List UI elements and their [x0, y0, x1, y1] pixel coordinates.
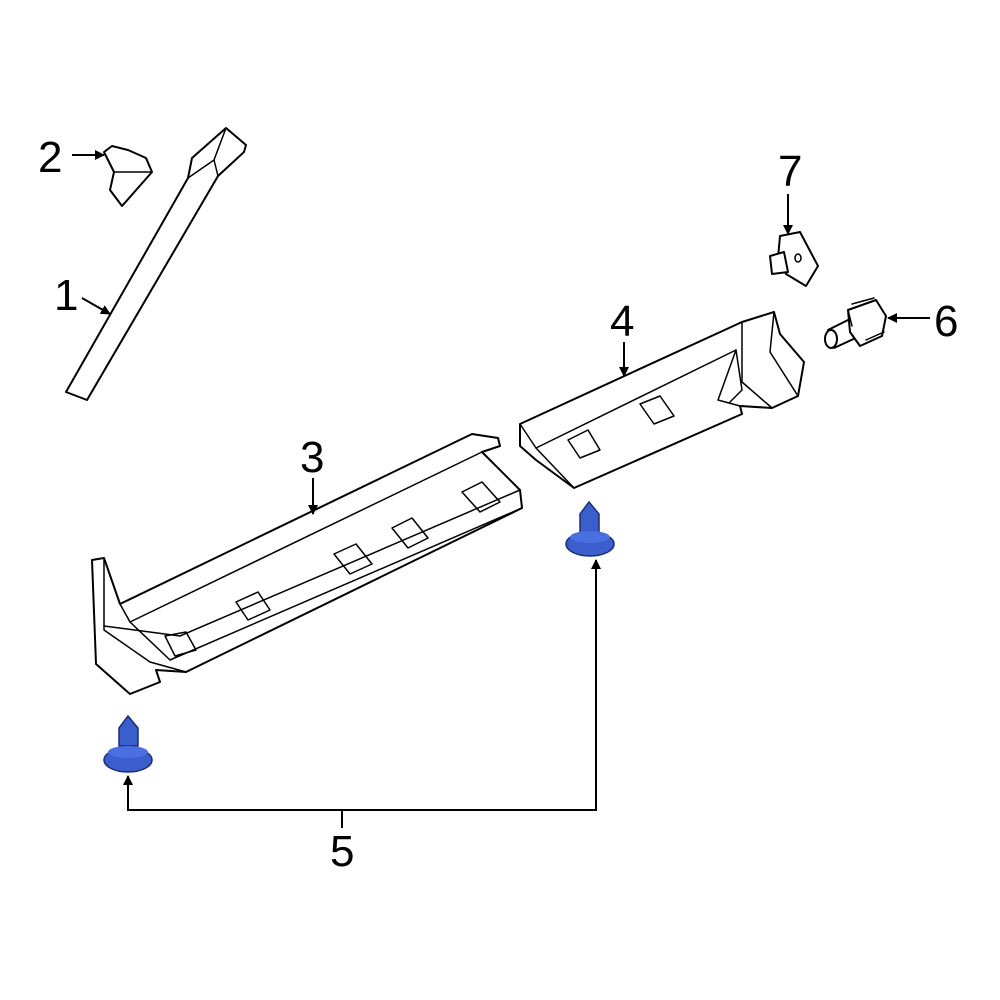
- part-3-rocker-moulding: [91, 433, 523, 695]
- callout-5: 5: [330, 827, 354, 876]
- callout-1: 1: [54, 271, 78, 320]
- leader-1: [81, 297, 111, 315]
- part-5-fastener-right: [565, 500, 615, 557]
- callout-4: 4: [610, 297, 634, 346]
- part-2-clip: [103, 145, 153, 207]
- callout-3: 3: [300, 433, 324, 482]
- callout-6: 6: [934, 297, 958, 346]
- part-1-trim-strip: [65, 127, 247, 401]
- callout-2: 2: [38, 133, 62, 182]
- callout-7: 7: [778, 147, 802, 196]
- part-5-fastener-left: [103, 714, 153, 773]
- part-4-rear-moulding: [519, 311, 805, 489]
- leader-5: [123, 559, 601, 828]
- part-6-grommet: [824, 297, 887, 349]
- part-7-bracket-clip: [769, 231, 819, 287]
